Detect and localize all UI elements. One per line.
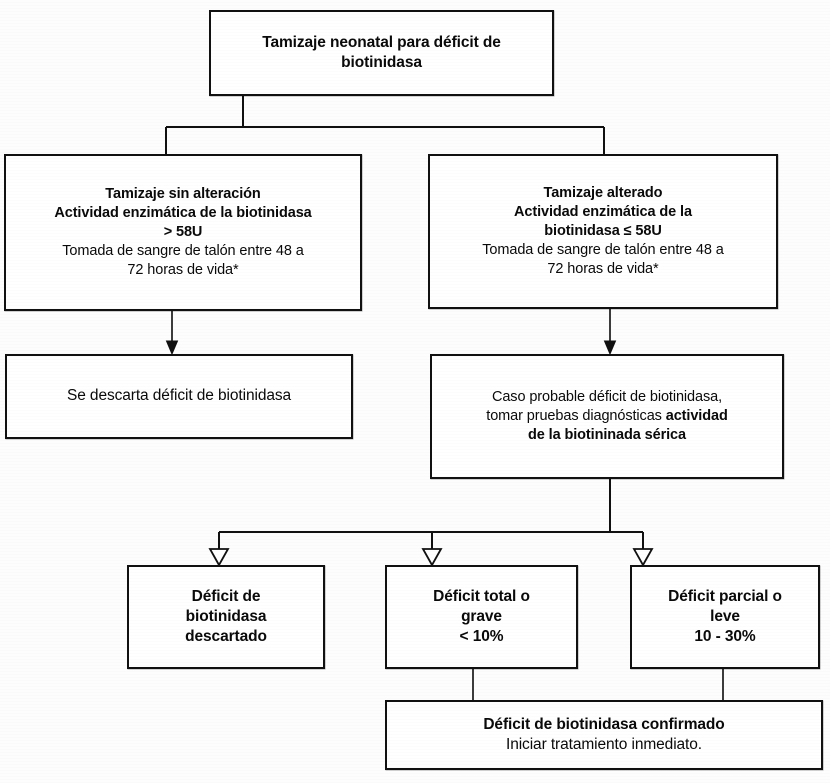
node-probable-case-line3: de la biotininada sérica — [528, 426, 686, 443]
node-confirmed-line2: Iniciar tratamiento inmediato. — [505, 736, 702, 753]
node-discarded-line2: biotinidasa — [185, 607, 267, 625]
node-confirmed-text: Déficit de biotinidasa confirmado Inicia… — [387, 715, 821, 755]
node-abnormal-screen[interactable]: Tamizaje alterado Actividad enzimática d… — [428, 154, 778, 309]
node-normal-screen-line1: Tamizaje sin alteración — [105, 186, 261, 203]
node-discarded[interactable]: Déficit de biotinidasa descartado — [127, 565, 325, 669]
node-root-line1: Tamizaje neonatal para déficit de — [262, 33, 501, 51]
arrowhead-open-total — [421, 548, 443, 567]
arrowhead-solid-right — [603, 340, 617, 356]
node-partial-mild-line2: leve — [710, 607, 740, 625]
node-abnormal-screen-line5: 72 horas de vida* — [547, 260, 659, 277]
node-partial-mild[interactable]: Déficit parcial o leve 10 - 30% — [630, 565, 820, 669]
node-ruled-out[interactable]: Se descarta déficit de biotinidasa — [5, 354, 353, 439]
node-discarded-text: Déficit de biotinidasa descartado — [129, 587, 323, 647]
node-probable-case-line2-bold: actividad — [665, 408, 728, 425]
node-abnormal-screen-line2: Actividad enzimática de la — [514, 204, 692, 221]
node-partial-mild-line3: 10 - 30% — [694, 628, 756, 646]
node-abnormal-screen-text: Tamizaje alterado Actividad enzimática d… — [430, 184, 776, 278]
node-probable-case-text: Caso probable déficit de biotinidasa, to… — [432, 388, 782, 445]
node-confirmed-line1: Déficit de biotinidasa confirmado — [483, 715, 725, 733]
arrowhead-open-partial — [632, 548, 654, 567]
node-root-text: Tamizaje neonatal para déficit de biotini… — [211, 33, 552, 73]
node-normal-screen-line3: > 58U — [163, 224, 203, 241]
arrowhead-open-discarded — [208, 548, 230, 567]
node-discarded-line3: descartado — [185, 628, 267, 646]
node-abnormal-screen-line4: Tomada de sangre de talón entre 48 a — [482, 241, 724, 258]
node-total-severe-text: Déficit total o grave < 10% — [387, 587, 576, 647]
node-normal-screen-text: Tamizaje sin alteración Actividad enzimá… — [6, 185, 360, 279]
node-normal-screen-line4: Tomada de sangre de talón entre 48 a — [62, 242, 304, 259]
node-normal-screen[interactable]: Tamizaje sin alteración Actividad enzimá… — [4, 154, 362, 311]
node-partial-mild-line1: Déficit parcial o — [668, 587, 782, 605]
arrowhead-solid-left — [165, 340, 179, 356]
node-abnormal-screen-line3: biotinidasa ≤ 58U — [544, 223, 662, 240]
node-root-line2: biotinidasa — [341, 54, 422, 71]
node-total-severe-line1: Déficit total o — [433, 587, 530, 605]
node-partial-mild-text: Déficit parcial o leve 10 - 30% — [632, 587, 818, 647]
node-probable-case[interactable]: Caso probable déficit de biotinidasa, to… — [430, 354, 784, 479]
node-discarded-line1: Déficit de — [191, 587, 261, 605]
node-total-severe-line2: grave — [461, 607, 502, 625]
node-confirmed[interactable]: Déficit de biotinidasa confirmado Inicia… — [385, 700, 823, 770]
node-probable-case-line1: Caso probable déficit de biotinidasa, — [491, 389, 723, 406]
node-abnormal-screen-line1: Tamizaje alterado — [543, 185, 663, 202]
node-total-severe[interactable]: Déficit total o grave < 10% — [385, 565, 578, 669]
node-probable-case-line2-regular: tomar pruebas diagnósticas — [486, 408, 666, 425]
node-total-severe-line3: < 10% — [459, 628, 504, 646]
node-root[interactable]: Tamizaje neonatal para déficit de biotini… — [209, 10, 554, 96]
node-normal-screen-line2: Actividad enzimática de la biotinidasa — [54, 205, 312, 222]
node-ruled-out-text: Se descarta déficit de biotinidasa — [66, 387, 292, 405]
node-normal-screen-line5: 72 horas de vida* — [127, 261, 239, 278]
